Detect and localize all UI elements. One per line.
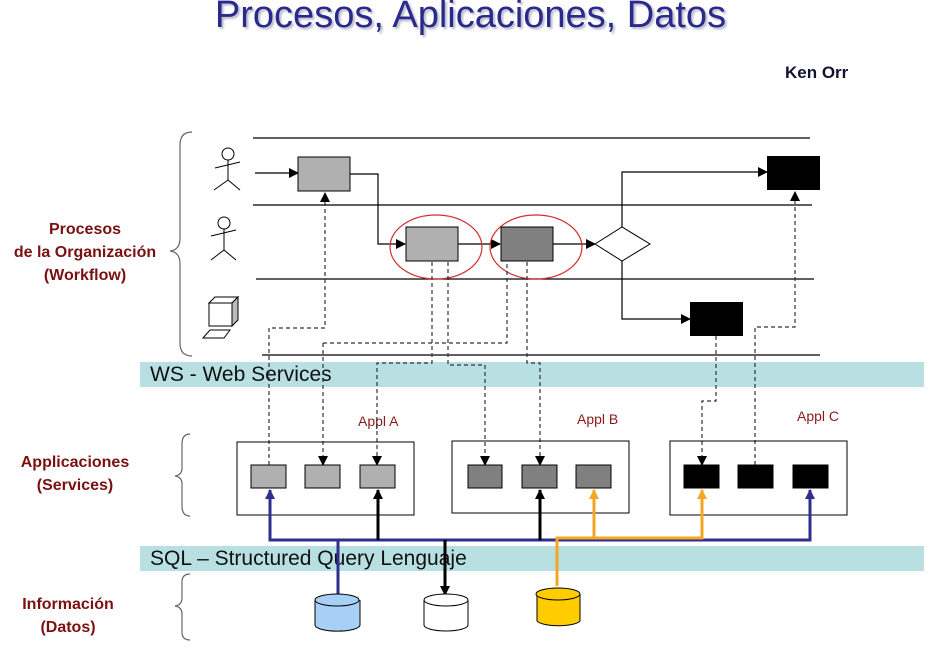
service-box (467, 464, 503, 489)
person-icon (213, 147, 241, 191)
blue-data-link (338, 489, 815, 542)
appl-a-label: Appl A (358, 413, 399, 429)
database-yellow-icon (535, 587, 581, 627)
highlight-ellipse (389, 214, 483, 280)
author: Ken Orr (785, 63, 849, 82)
decision-diamond (594, 226, 651, 262)
service-box (521, 464, 558, 489)
service-box (250, 464, 287, 489)
service-box (737, 464, 774, 489)
appl-a-container (236, 441, 415, 516)
processes-label-line3: (Workflow) (43, 267, 127, 284)
brace-processes (169, 131, 193, 357)
process-box-1 (297, 156, 351, 192)
process-box-3 (500, 226, 554, 262)
information-label-line1: Información (22, 596, 114, 613)
blue-data-link (265, 489, 340, 598)
database-blue-icon (314, 593, 361, 632)
database-white-icon (423, 593, 469, 632)
computer-icon (201, 295, 240, 339)
appl-a-services (250, 464, 396, 489)
service-box (683, 464, 720, 489)
sql-band: SQL – Structured Query Lenguaje (140, 546, 924, 571)
service-box (575, 464, 612, 489)
appl-c-container (669, 440, 848, 516)
ws-band: WS - Web Services (140, 362, 924, 387)
information-label: Información (Datos) (0, 593, 136, 639)
person-icon (210, 216, 237, 261)
processes-label-line2: de la Organización (13, 244, 157, 261)
applications-label-line1: Applicaciones (20, 454, 130, 471)
applications-label: Applicaciones (Services) (0, 451, 150, 497)
service-box (304, 464, 341, 489)
highlight-ellipse (489, 214, 583, 280)
brace-applications (174, 433, 191, 517)
processes-label: Procesos de la Organización (Workflow) (0, 218, 170, 287)
appl-c-services (683, 464, 829, 489)
appl-b-label: Appl B (577, 411, 619, 427)
process-box-4 (767, 156, 820, 190)
page-title: Procesos, Aplicaciones, Datos (214, 0, 727, 36)
brace-information (174, 573, 191, 641)
service-box (359, 464, 396, 489)
processes-label-line1: Procesos (48, 221, 122, 238)
process-box-5 (690, 302, 743, 336)
appl-b-services (467, 464, 612, 489)
appl-c-label: Appl C (797, 408, 840, 424)
service-box (792, 464, 829, 489)
applications-label-line2: (Services) (36, 477, 114, 494)
orange-data-link (555, 489, 707, 586)
process-box-2 (405, 226, 459, 262)
information-label-line2: (Datos) (40, 619, 96, 636)
